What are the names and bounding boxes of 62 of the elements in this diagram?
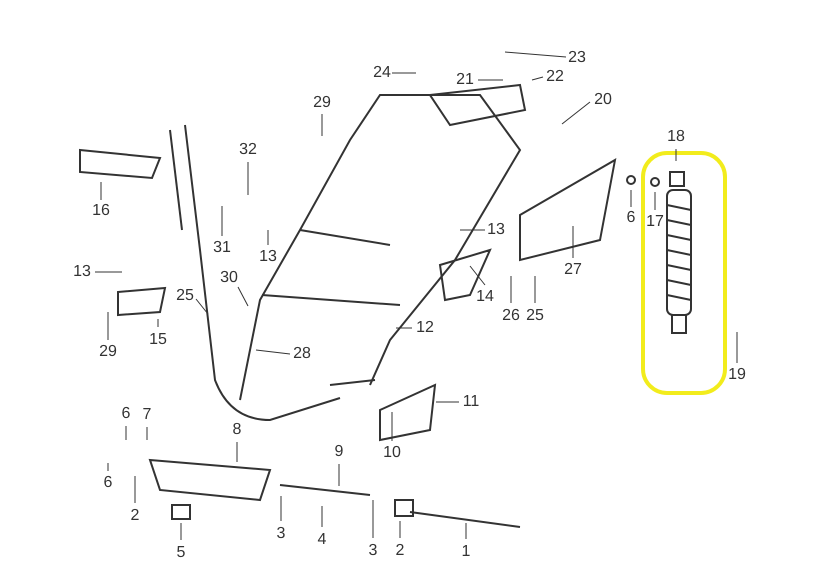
callout-number: 3 [276,526,286,542]
leader-line [510,276,512,304]
callout-number: 5 [176,545,186,561]
leader-line [280,496,282,522]
leader-line [196,298,208,314]
leader-line [134,476,136,504]
leader-line [256,350,290,354]
callout-number: 12 [416,320,434,336]
callout-number: 31 [213,240,231,256]
callout-number: 18 [667,129,685,145]
leader-line [504,52,566,58]
callout-number: 25 [176,288,194,304]
callout-number: 6 [626,210,636,226]
leader-line [238,286,248,306]
callout-number: 28 [293,346,311,362]
callout-number: 15 [149,332,167,348]
leader-line [236,442,238,462]
callout-number: 10 [383,445,401,461]
callout-number: 30 [220,270,238,286]
callout-number: 8 [232,422,242,438]
callout-number: 23 [568,50,586,66]
callout-number: 13 [73,264,91,280]
leader-line [534,276,536,304]
callout-number: 4 [318,532,326,548]
callout-number: 24 [373,65,391,81]
leader-line [654,192,656,210]
callout-number: 2 [396,543,404,559]
callout-number: 14 [476,289,494,305]
leader-line [372,500,374,538]
callout-number: 20 [594,92,612,108]
callout-number: 7 [142,407,152,423]
callout-number: 11 [462,394,480,410]
leader-line [532,76,544,80]
leader-line [562,102,590,124]
callout-number: 1 [462,544,470,560]
callout-number: 13 [259,249,277,265]
callout-number: 13 [487,222,505,238]
callout-number: 22 [546,69,564,85]
callout-number: 9 [334,444,344,460]
leader-line [630,190,632,208]
callout-number: 29 [99,344,117,360]
callout-number: 27 [564,262,582,278]
callout-number: 32 [239,142,257,158]
leader-line [146,426,148,440]
leader-line [180,522,182,540]
leader-line [338,464,340,486]
leader-line [572,226,574,258]
callout-number: 21 [456,72,474,88]
callout-number: 3 [368,543,378,559]
callout-number: 26 [502,308,520,324]
leader-line [392,72,416,74]
callout-number: 6 [104,475,112,491]
leader-line [736,332,738,364]
callout-number: 29 [313,95,331,111]
callout-number: 16 [92,203,110,219]
callout-number: 19 [728,367,746,383]
callout-number: 25 [526,308,544,324]
callout-number: 2 [130,508,140,524]
leader-line [100,182,102,200]
leader-line [470,266,486,286]
callout-number: 6 [122,406,130,422]
callout-number: 17 [646,214,664,230]
